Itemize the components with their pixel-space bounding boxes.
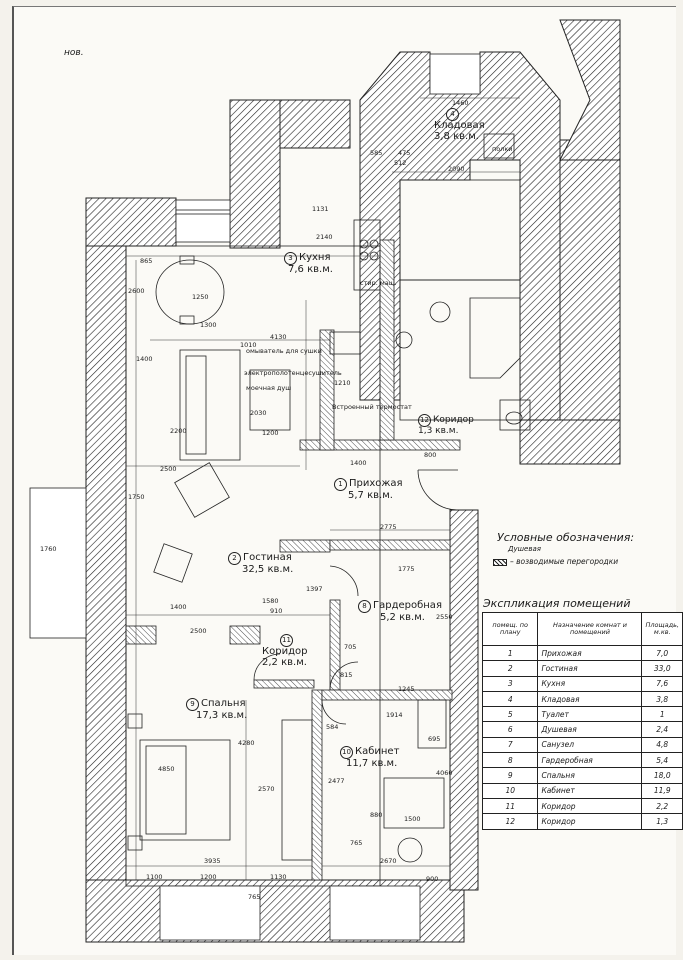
legend-row: – возводимые перегородки (493, 557, 618, 566)
dim-1130: 1130 (270, 873, 287, 881)
room-label-11: 11 Коридор 2,2 кв.м. (262, 634, 308, 668)
dim-765b: 765 (248, 893, 261, 901)
dim-4280: 4280 (238, 739, 255, 747)
furniture (127, 133, 531, 863)
dim-584: 584 (326, 723, 339, 731)
windows (29, 53, 481, 941)
annotation-washer: стир. маш. (360, 279, 397, 287)
dim-1914: 1914 (386, 711, 403, 719)
dim-800: 800 (424, 451, 437, 459)
legend-title: Условные обозначения: (497, 531, 635, 544)
dim-2477: 2477 (328, 777, 345, 785)
dim-1460: 1460 (452, 99, 469, 107)
dim-910: 910 (270, 607, 283, 615)
dim-1397: 1397 (306, 585, 323, 593)
dim-1131: 1131 (312, 205, 329, 213)
room-label-4: 4 Кладовая 3,8 кв.м. (434, 108, 485, 142)
annotation-dryer: электрополотенцесушитель (244, 369, 342, 377)
dim-475: 475 (398, 149, 411, 157)
explication-table: помещ. по плану Назначение комнат и поме… (481, 612, 683, 830)
dim-1400a: 1400 (136, 355, 153, 363)
dim-880: 880 (370, 811, 383, 819)
partition-swatch (493, 558, 507, 566)
dim-2775: 2775 (380, 523, 397, 531)
dim-865: 865 (140, 257, 153, 265)
dim-705: 705 (344, 643, 357, 651)
dim-3935: 3935 (204, 857, 221, 865)
dim-2200: 2200 (170, 427, 187, 435)
table-header-row: помещ. по плану Назначение комнат и поме… (481, 612, 683, 646)
dim-2030: 2030 (250, 409, 267, 417)
dim-4060: 4060 (436, 769, 453, 777)
dim-900: 900 (426, 875, 439, 883)
dim-512: 512 (394, 159, 407, 167)
dim-2600: 2600 (128, 287, 145, 295)
dimension-lines (126, 97, 520, 880)
dim-1010: 1010 (240, 341, 257, 349)
dim-1200a: 1200 (262, 429, 279, 437)
dim-2500a: 2500 (160, 465, 177, 473)
annotation-shower: моечная душ (246, 384, 292, 392)
legend-sub: Душевая (508, 545, 541, 553)
dim-1245: 1245 (398, 685, 415, 693)
dim-815: 815 (340, 671, 353, 679)
annotation-shelves: полки (492, 145, 513, 153)
dim-1200b: 1200 (200, 873, 217, 881)
dim-695: 695 (428, 735, 441, 743)
dim-1250: 1250 (192, 293, 209, 301)
dim-1300: 1300 (200, 321, 217, 329)
dim-2670: 2670 (380, 857, 397, 865)
dim-1400c: 1400 (350, 459, 367, 467)
dim-585: 585 (370, 149, 383, 157)
dim-1750: 1750 (128, 493, 145, 501)
dim-1760: 1760 (40, 545, 57, 553)
dim-765a: 765 (350, 839, 363, 847)
dim-1775: 1775 (398, 565, 415, 573)
dim-4130: 4130 (270, 333, 287, 341)
dim-2570: 2570 (258, 785, 275, 793)
annotation-wash: омыватель для сушки (246, 347, 322, 355)
dim-2140: 2140 (316, 233, 333, 241)
dim-4850: 4850 (158, 765, 175, 773)
dim-2500b: 2500 (190, 627, 207, 635)
dim-1500: 1500 (404, 815, 421, 823)
dim-1210: 1210 (334, 379, 351, 387)
dim-1580: 1580 (262, 597, 279, 605)
corner-note: нов. (64, 48, 84, 58)
annotation-thermostat: Встроенный термостат (332, 403, 412, 411)
dim-1400b: 1400 (170, 603, 187, 611)
dim-1100: 1100 (146, 873, 163, 881)
explication-title: Экспликация помещений (483, 597, 631, 610)
dim-2550: 2550 (436, 613, 453, 621)
dim-2090: 2090 (448, 165, 465, 173)
